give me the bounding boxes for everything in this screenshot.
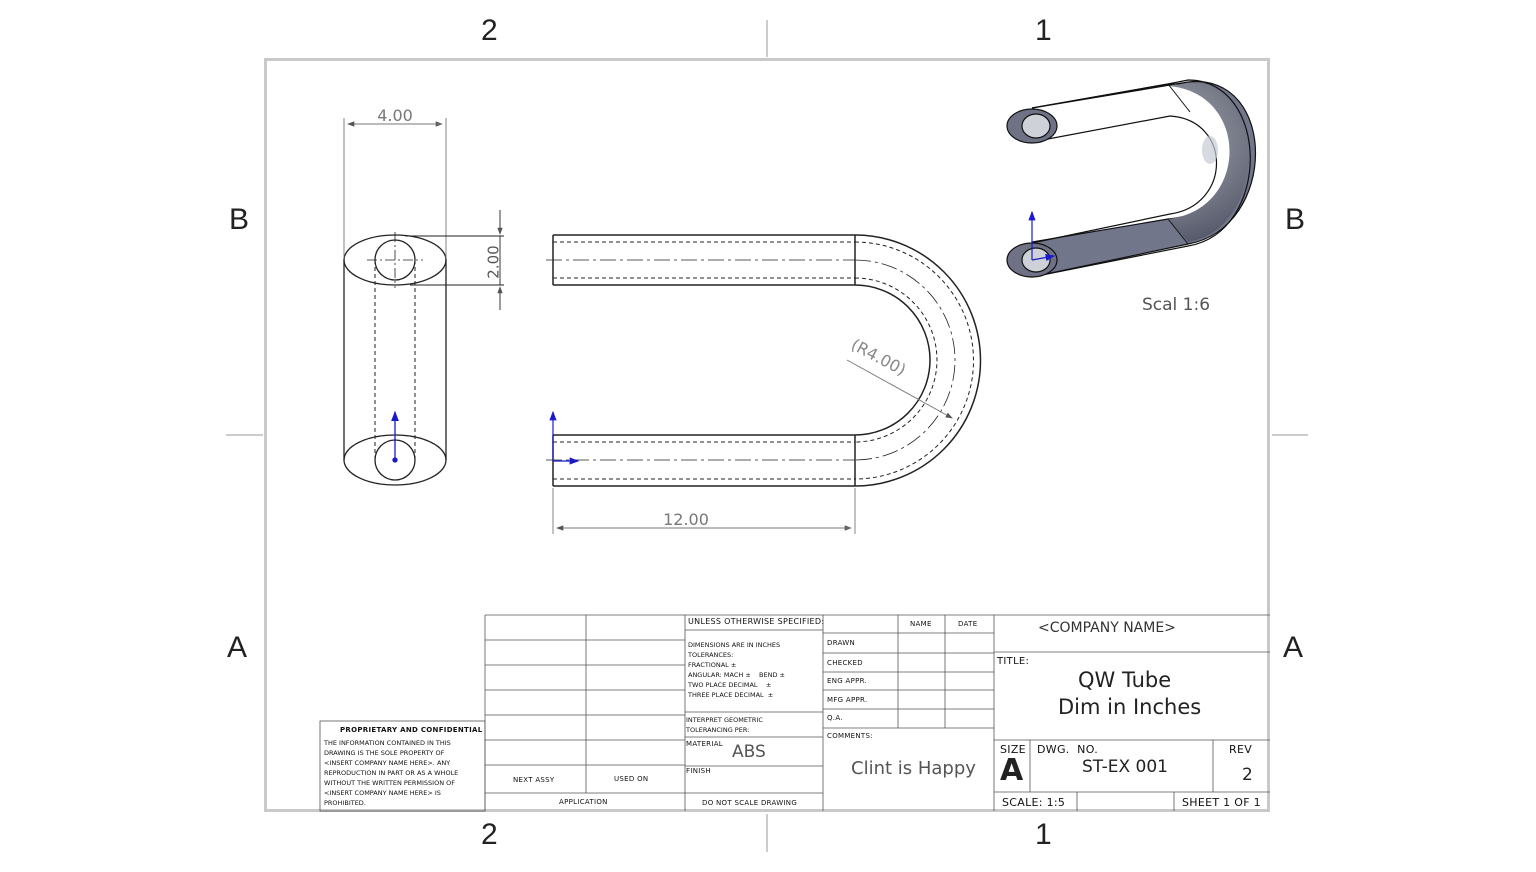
zone-top-1: 1 bbox=[1035, 14, 1052, 47]
spec-line: DIMENSIONS ARE IN INCHES bbox=[688, 641, 781, 649]
dwg-no-value: ST-EX 001 bbox=[1082, 757, 1168, 777]
sheet-label: SHEET 1 OF 1 bbox=[1182, 796, 1261, 809]
application-label: APPLICATION bbox=[559, 798, 608, 806]
interpret-line: TOLERANCING PER: bbox=[686, 726, 750, 734]
proprietary-line: <INSERT COMPANY NAME HERE>. ANY bbox=[324, 759, 451, 767]
approval-qa: Q.A. bbox=[827, 714, 843, 722]
dim-width bbox=[343, 118, 447, 258]
comments-label: COMMENTS: bbox=[827, 732, 873, 740]
approval-mfg: MFG APPR. bbox=[827, 696, 868, 704]
front-view bbox=[546, 234, 982, 487]
zone-right-b: B bbox=[1285, 203, 1306, 236]
zone-right-a: A bbox=[1283, 631, 1304, 664]
spec-line: FRACTIONAL ± bbox=[688, 661, 737, 669]
rev-value: 2 bbox=[1242, 765, 1253, 785]
comments-value: Clint is Happy bbox=[851, 758, 976, 779]
dim-height bbox=[405, 210, 504, 310]
used-on-label: USED ON bbox=[614, 775, 649, 783]
proprietary-title: PROPRIETARY AND CONFIDENTIAL bbox=[340, 726, 483, 734]
interpret-label: INTERPRET GEOMETRIC TOLERANCING PER: bbox=[686, 715, 763, 735]
material-label: MATERIAL bbox=[686, 740, 723, 748]
name-header: NAME bbox=[910, 620, 932, 628]
proprietary-line: THE INFORMATION CONTAINED IN THIS bbox=[324, 739, 451, 747]
zone-top-2: 2 bbox=[481, 14, 498, 47]
proprietary-text: THE INFORMATION CONTAINED IN THIS DRAWIN… bbox=[324, 738, 486, 808]
side-view bbox=[343, 232, 447, 486]
dim-width-label: 4.00 bbox=[377, 106, 413, 125]
size-label: SIZE bbox=[1000, 743, 1026, 756]
dwg-no-label: DWG. NO. bbox=[1037, 743, 1098, 756]
next-assy-label: NEXT ASSY bbox=[513, 776, 555, 784]
date-header: DATE bbox=[958, 620, 978, 628]
size-value: A bbox=[1000, 753, 1024, 788]
dim-length bbox=[552, 488, 856, 534]
spec-line: ANGULAR: MACH ± BEND ± bbox=[688, 671, 785, 679]
zone-left-b: B bbox=[229, 203, 250, 236]
zone-bottom-2: 2 bbox=[481, 818, 498, 851]
interpret-line: INTERPRET GEOMETRIC bbox=[686, 716, 763, 724]
spec-line: TWO PLACE DECIMAL ± bbox=[688, 681, 772, 689]
proprietary-line: WITHOUT THE WRITTEN PERMISSION OF bbox=[324, 779, 456, 787]
approval-drawn: DRAWN bbox=[827, 639, 856, 647]
proprietary-line: DRAWING IS THE SOLE PROPERTY OF bbox=[324, 749, 445, 757]
drawing-sheet-border bbox=[264, 58, 1270, 812]
rev-label: REV bbox=[1229, 743, 1253, 756]
spec-header: UNLESS OTHERWISE SPECIFIED: bbox=[688, 617, 825, 626]
material-value: ABS bbox=[732, 742, 766, 762]
proprietary-line: <INSERT COMPANY NAME HERE> IS bbox=[324, 789, 441, 797]
company-name: <COMPANY NAME> bbox=[1038, 620, 1176, 636]
title-line-1: QW Tube bbox=[1078, 668, 1172, 692]
finish-label: FINISH bbox=[686, 767, 711, 775]
proprietary-line: PROHIBITED. bbox=[324, 799, 366, 807]
approval-eng: ENG APPR. bbox=[827, 677, 868, 685]
spec-lines: DIMENSIONS ARE IN INCHES TOLERANCES: FRA… bbox=[688, 640, 785, 700]
title-line-2: Dim in Inches bbox=[1058, 695, 1202, 719]
do-not-scale-label: DO NOT SCALE DRAWING bbox=[702, 799, 798, 807]
title-label: TITLE: bbox=[997, 656, 1030, 667]
approval-checked: CHECKED bbox=[827, 659, 863, 667]
iso-view bbox=[1006, 79, 1256, 278]
scale-label: SCALE: 1:5 bbox=[1002, 796, 1066, 809]
spec-line: THREE PLACE DECIMAL ± bbox=[688, 691, 774, 699]
zone-bottom-1: 1 bbox=[1035, 818, 1052, 851]
iso-scale-note: Scal 1:6 bbox=[1142, 295, 1211, 315]
zone-left-a: A bbox=[227, 631, 248, 664]
dim-height-label: 2.00 bbox=[485, 245, 503, 278]
proprietary-line: REPRODUCTION IN PART OR AS A WHOLE bbox=[324, 769, 459, 777]
dim-length-label: 12.00 bbox=[663, 510, 709, 529]
spec-line: TOLERANCES: bbox=[688, 651, 734, 659]
